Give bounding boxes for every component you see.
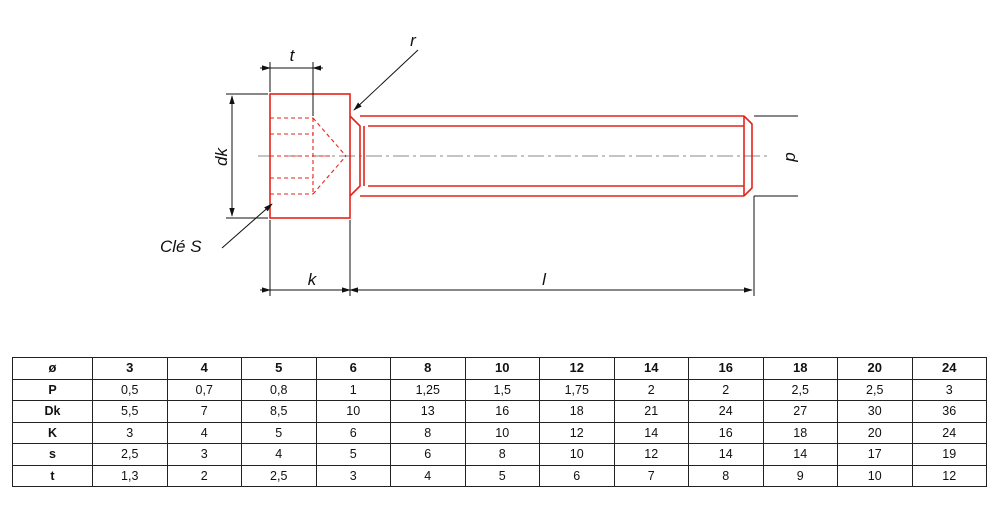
- dim-label-k: k: [308, 270, 318, 289]
- table-cell: 17: [837, 443, 913, 466]
- table-cell: 7: [613, 464, 689, 487]
- table-cell: 8: [390, 421, 466, 444]
- table-cell: 8: [688, 464, 764, 487]
- table-cell: 2,5: [92, 443, 168, 466]
- table-cell: 16: [688, 421, 764, 444]
- table-cell: 8: [464, 443, 540, 466]
- hex-socket-hidden-lines: [270, 117, 347, 195]
- table-cell: 0,5: [92, 378, 168, 401]
- table-cell: 16: [464, 400, 540, 423]
- table-cell: 27: [762, 400, 838, 423]
- table-cell: 14: [762, 443, 838, 466]
- table-cell: 14: [688, 443, 764, 466]
- table-cell: 12: [911, 464, 987, 487]
- table-cell: 10: [315, 400, 391, 423]
- dim-label-r: r: [410, 31, 417, 50]
- header-cell: 6: [315, 357, 391, 380]
- table-cell: 12: [613, 443, 689, 466]
- header-cell: 24: [911, 357, 987, 380]
- table-cell: 3: [315, 464, 391, 487]
- header-cell: 3: [92, 357, 168, 380]
- table-cell: 1,75: [539, 378, 615, 401]
- table-cell: 7: [166, 400, 242, 423]
- row-label: K: [12, 421, 93, 444]
- dim-label-dk: dk: [212, 147, 231, 166]
- table-cell: 2: [166, 464, 242, 487]
- table-cell: 4: [390, 464, 466, 487]
- header-cell: 12: [539, 357, 615, 380]
- table-cell: 5: [315, 443, 391, 466]
- key-label: Clé S: [160, 237, 202, 256]
- table-cell: 2: [613, 378, 689, 401]
- table-cell: 1,3: [92, 464, 168, 487]
- table-cell: 2,5: [837, 378, 913, 401]
- table-cell: 3: [166, 443, 242, 466]
- table-cell: 10: [464, 421, 540, 444]
- table-cell: 19: [911, 443, 987, 466]
- table-cell: 3: [92, 421, 168, 444]
- header-cell: 5: [241, 357, 317, 380]
- table-cell: 2: [688, 378, 764, 401]
- header-cell: 4: [166, 357, 242, 380]
- screw-shank: [349, 115, 753, 197]
- screw-technical-drawing: t r dk d Clé S k l: [160, 31, 801, 296]
- dim-label-d: d: [782, 152, 801, 162]
- header-cell: 16: [688, 357, 764, 380]
- table-cell: 6: [539, 464, 615, 487]
- row-label: t: [12, 464, 93, 487]
- header-cell: 8: [390, 357, 466, 380]
- table-cell: 6: [315, 421, 391, 444]
- dim-label-l: l: [542, 270, 547, 289]
- row-label: P: [12, 378, 93, 401]
- table-cell: 0,7: [166, 378, 242, 401]
- table-cell: 4: [241, 443, 317, 466]
- table-cell: 5,5: [92, 400, 168, 423]
- table-cell: 1,25: [390, 378, 466, 401]
- header-cell: ø: [12, 357, 93, 380]
- table-cell: 10: [837, 464, 913, 487]
- table-header-row: ø 3 4 5 6 8 10 12 14 16 18 20 24: [12, 357, 987, 380]
- table-cell: 5: [464, 464, 540, 487]
- table-cell: 30: [837, 400, 913, 423]
- table-cell: 1: [315, 378, 391, 401]
- dimension-lines: [221, 49, 798, 296]
- table-cell: 8,5: [241, 400, 317, 423]
- row-label: Dk: [12, 400, 93, 423]
- table-cell: 4: [166, 421, 242, 444]
- screw-head: [269, 93, 351, 219]
- table-cell: 18: [762, 421, 838, 444]
- table-cell: 12: [539, 421, 615, 444]
- table-cell: 3: [911, 378, 987, 401]
- table-cell: 2,5: [762, 378, 838, 401]
- table-cell: 0,8: [241, 378, 317, 401]
- table-cell: 9: [762, 464, 838, 487]
- table-cell: 10: [539, 443, 615, 466]
- table-cell: 14: [613, 421, 689, 444]
- table-cell: 6: [390, 443, 466, 466]
- table-cell: 13: [390, 400, 466, 423]
- table-cell: 1,5: [464, 378, 540, 401]
- row-label: s: [12, 443, 93, 466]
- table-cell: 36: [911, 400, 987, 423]
- table-cell: 5: [241, 421, 317, 444]
- dim-label-t: t: [290, 46, 296, 65]
- table-cell: 20: [837, 421, 913, 444]
- header-cell: 14: [613, 357, 689, 380]
- header-cell: 18: [762, 357, 838, 380]
- table-cell: 21: [613, 400, 689, 423]
- table-cell: 18: [539, 400, 615, 423]
- table-cell: 24: [688, 400, 764, 423]
- header-cell: 10: [464, 357, 540, 380]
- table-cell: 24: [911, 421, 987, 444]
- table-cell: 2,5: [241, 464, 317, 487]
- header-cell: 20: [837, 357, 913, 380]
